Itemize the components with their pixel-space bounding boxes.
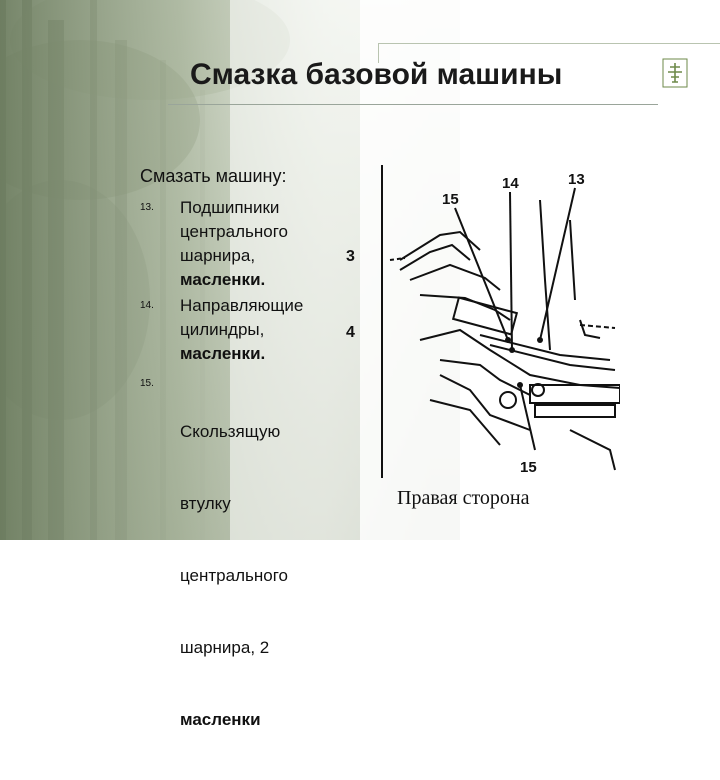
item-line: цилиндры,	[180, 320, 265, 339]
item-line: втулку	[180, 494, 231, 513]
title-underline	[168, 104, 658, 105]
callout-label: 13	[568, 171, 585, 188]
forest-background	[0, 0, 720, 540]
item-text: Направляющие цилиндры, масленки.	[180, 294, 303, 366]
item-text: Подшипники центрального шарнира, масленк…	[180, 196, 288, 292]
callout-label: 15	[520, 459, 537, 476]
callout-label: 14	[502, 175, 519, 192]
item-line: центрального	[180, 222, 288, 241]
item-line: масленки.	[180, 270, 266, 289]
item-line: шарнира, 2	[180, 638, 270, 657]
title-decor-line	[378, 43, 720, 44]
item-line: масленки.	[180, 344, 266, 363]
fitting-count: 3	[346, 248, 355, 265]
item-line: Подшипники	[180, 198, 280, 217]
item-number: 13.	[140, 202, 154, 213]
item-number: 15.	[140, 378, 154, 389]
item-line: шарнира,	[180, 246, 256, 265]
callout-label: 15	[442, 191, 459, 208]
item-number: 14.	[140, 300, 154, 311]
fitting-count: 4	[346, 324, 355, 341]
item-line: центрального	[180, 566, 288, 585]
machine-diagram: 15 14 13 15	[381, 165, 620, 478]
logo-icon	[662, 58, 688, 88]
intro-text: Смазать машину:	[140, 166, 287, 186]
item-line: Направляющие	[180, 296, 304, 315]
diagram-caption: Правая сторона	[397, 487, 530, 509]
item-text: Скользящую втулку центрального шарнира, …	[180, 372, 288, 780]
title-decor-tick	[378, 43, 379, 63]
item-line: масленки	[180, 710, 261, 729]
item-line: Скользящую	[180, 422, 281, 441]
slide-title: Смазка базовой машины	[190, 58, 563, 91]
